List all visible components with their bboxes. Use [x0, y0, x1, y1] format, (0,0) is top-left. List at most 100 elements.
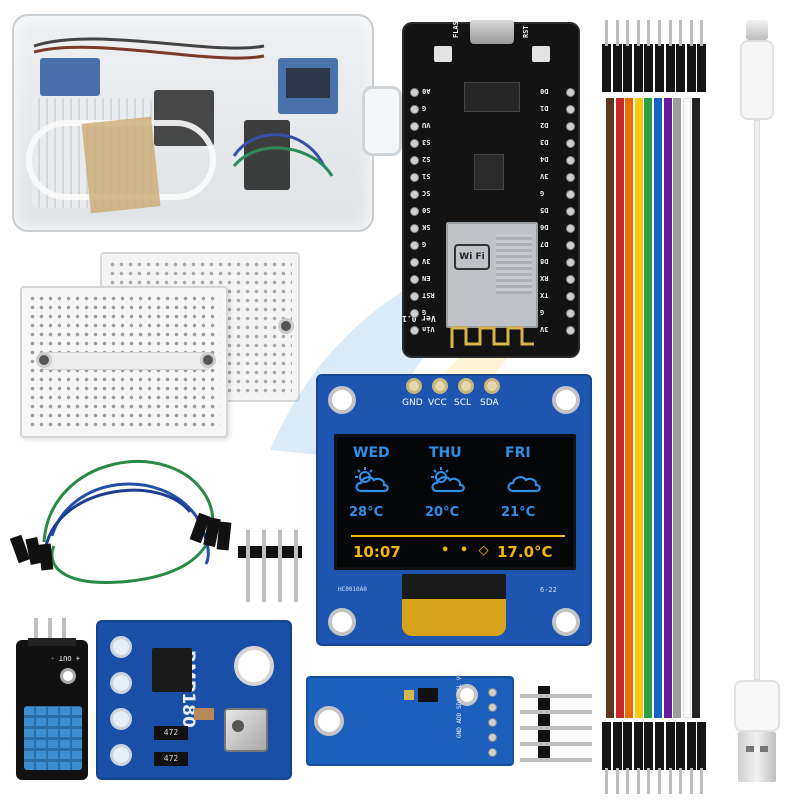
- bmp180-sensor-chip: [224, 708, 268, 752]
- nodemcu-pin-right-5: [566, 173, 575, 182]
- nodemcu-pin-label-right-14: 3V: [540, 325, 549, 333]
- dupont-connector: [602, 44, 611, 92]
- nodemcu-pin-left-12: [410, 292, 419, 301]
- nodemcu-pin-left-8: [410, 224, 419, 233]
- ribbon-wire: [606, 98, 614, 718]
- nodemcu-pin-left-1: [410, 105, 419, 114]
- breadboard-front: [20, 286, 228, 438]
- dupont-pin: [615, 768, 619, 794]
- oled-pin-label-sda: SDA: [480, 398, 499, 408]
- dupont-pin: [679, 20, 683, 46]
- dupont-pin: [626, 20, 630, 46]
- nodemcu-pin-right-14: [566, 326, 575, 335]
- oled-small-left-label: HC0010A0: [338, 586, 367, 593]
- rst-button[interactable]: [532, 46, 550, 62]
- flash-button[interactable]: [434, 46, 452, 62]
- ribbon-wire: [644, 98, 653, 718]
- pin-header-4pin-center: [238, 530, 308, 602]
- bmp180-pin-hole-4: [110, 744, 132, 766]
- nodemcu-pin-label-right-0: D0: [540, 87, 549, 95]
- dupont-connector: [665, 722, 675, 770]
- nodemcu-pin-label-left-12: RST: [422, 291, 435, 299]
- dupont-connector: [612, 722, 622, 770]
- nodemcu-pin-right-12: [566, 292, 575, 301]
- oled-current-temp: 17.0°C: [497, 543, 553, 561]
- dupont-connector: [655, 722, 664, 770]
- oled-day-thu: THU: [429, 445, 462, 461]
- oled-pin-hole-vcc: [432, 378, 448, 394]
- dupont-pin: [636, 20, 640, 46]
- dht11-pin-labels: + OUT -: [50, 654, 80, 662]
- nodemcu-pin-right-10: [566, 258, 575, 267]
- nodemcu-pin-label-right-2: D2: [540, 121, 549, 129]
- nodemcu-pin-right-13: [566, 309, 575, 318]
- dupont-pin: [658, 768, 661, 794]
- dupont-connector: [676, 44, 686, 92]
- rainbow-jumper-ribbon: [598, 18, 710, 794]
- nodemcu-pin-label-right-13: G: [540, 308, 545, 316]
- oled-mount-hole-tl: [328, 386, 356, 414]
- dupont-connector: [697, 722, 707, 770]
- oled-pin-hole-scl: [458, 378, 474, 394]
- nodemcu-pin-label-right-1: D1: [540, 104, 549, 112]
- oled-pin-label-scl: SCL: [454, 398, 472, 408]
- ribbon-wire: [663, 98, 672, 718]
- oled-pin-hole-sda: [484, 378, 500, 394]
- dupont-pin: [647, 20, 651, 46]
- bh1750-capacitor: [404, 690, 414, 700]
- nodemcu-pin-right-2: [566, 122, 575, 131]
- wifi-logo: Wi Fi: [454, 244, 490, 270]
- nodemcu-pin-label-left-10: 3V: [422, 257, 431, 265]
- nodemcu-pin-left-11: [410, 275, 419, 284]
- nodemcu-pin-label-left-2: VU: [422, 121, 431, 129]
- oled-temp-fri: 21°C: [501, 505, 536, 520]
- nodemcu-pin-right-1: [566, 105, 575, 114]
- dupont-connector: [686, 44, 696, 92]
- bmp180-pin-hole-1: [110, 636, 132, 658]
- breadboard-mount-hole-right: [200, 352, 216, 368]
- nodemcu-pin-left-7: [410, 207, 419, 216]
- nodemcu-pin-right-8: [566, 224, 575, 233]
- oled-flex-cable: [402, 574, 506, 636]
- dupont-pin: [700, 20, 704, 46]
- nodemcu-pin-label-left-0: A0: [422, 87, 431, 95]
- dupont-pin: [647, 768, 651, 794]
- oled-dots: • • ◇: [441, 543, 492, 558]
- ribbon-wire: [673, 98, 682, 718]
- nodemcu-pin-left-2: [410, 122, 419, 131]
- flash-label: FLASH: [452, 16, 460, 38]
- dht11-sensor-grille: [24, 706, 82, 770]
- bmp180-capacitor: [194, 708, 214, 720]
- bh1750-mount-hole-left: [314, 706, 344, 736]
- nodemcu-pin-left-4: [410, 156, 419, 165]
- dupont-connector: [644, 44, 654, 92]
- nodemcu-pin-left-10: [410, 258, 419, 267]
- nodemcu-pin-label-left-3: S3: [422, 138, 431, 146]
- nodemcu-pin-label-left-8: SK: [422, 223, 431, 231]
- usb-cable: [728, 20, 788, 790]
- weather-cloud-icon: [503, 467, 543, 499]
- pcb-antenna: [450, 326, 534, 348]
- oled-day-wed: WED: [353, 445, 390, 461]
- dupont-pin: [615, 20, 619, 46]
- weather-cloud-icon: [427, 467, 467, 499]
- dupont-pin: [636, 768, 640, 794]
- nodemcu-pin-left-5: [410, 173, 419, 182]
- nodemcu-pin-label-left-14: Vin: [422, 325, 435, 333]
- breadboard-mount-hole-left: [36, 352, 52, 368]
- dupont-jumper-wires: [10, 460, 232, 584]
- nodemcu-pin-label-left-5: S1: [422, 172, 431, 180]
- pin-header-5pin-right: [520, 686, 592, 766]
- nodemcu-pin-right-0: [566, 88, 575, 97]
- dht11-mount-hole: [60, 668, 76, 684]
- nodemcu-pin-label-right-7: D5: [540, 206, 549, 214]
- usb-serial-chip: [464, 82, 520, 112]
- bh1750-mount-hole-right: [456, 684, 478, 706]
- dupont-connector: [602, 722, 611, 770]
- dupont-connector: [697, 44, 707, 92]
- nodemcu-pin-right-3: [566, 139, 575, 148]
- dupont-pin: [626, 768, 630, 794]
- nodemcu-pin-label-left-1: G: [422, 104, 427, 112]
- nodemcu-pin-right-6: [566, 190, 575, 199]
- usb-a-housing: [734, 680, 780, 732]
